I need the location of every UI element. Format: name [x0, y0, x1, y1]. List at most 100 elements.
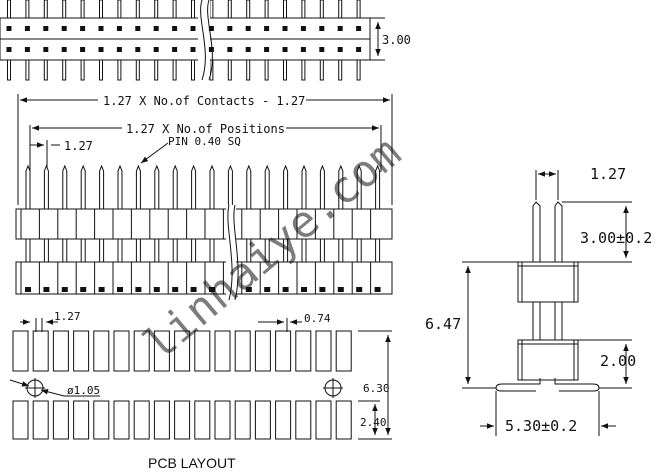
- top-pad: [337, 26, 343, 31]
- front-pin-tip: [245, 287, 252, 292]
- front-pin: [319, 164, 325, 209]
- top-pad: [337, 47, 343, 52]
- pcb-pad-bottom: [93, 400, 110, 440]
- side-view-lower-housing: [517, 339, 579, 381]
- top-pad: [153, 47, 159, 52]
- front-view-lower-housing: [15, 261, 393, 295]
- front-pin-tip: [319, 287, 326, 292]
- top-pad: [116, 26, 122, 31]
- front-pin-tip: [135, 287, 142, 292]
- top-pad: [6, 26, 12, 31]
- top-pin: [301, 0, 306, 19]
- top-view-height-dim: 3.00: [382, 33, 411, 47]
- top-pad: [61, 47, 67, 52]
- front-pin-tip: [190, 287, 197, 292]
- top-pad: [24, 26, 30, 31]
- front-pin: [301, 164, 307, 209]
- top-pad: [24, 47, 30, 52]
- front-pin: [191, 238, 197, 263]
- pcb-pad-bottom: [214, 400, 231, 440]
- top-pad: [135, 47, 141, 52]
- top-pin: [246, 59, 251, 81]
- front-pin: [319, 238, 325, 263]
- front-pin: [80, 164, 86, 209]
- pcb-pad-bottom: [234, 400, 251, 440]
- pcb-layout: [9, 318, 392, 440]
- side-view-pitch-dim: 1.27: [590, 165, 626, 183]
- top-pad: [356, 26, 362, 31]
- top-pin: [154, 59, 159, 81]
- top-pin: [25, 0, 30, 19]
- top-pad: [356, 47, 362, 52]
- top-pad: [6, 47, 12, 52]
- top-pin: [209, 0, 214, 19]
- top-pad: [190, 26, 196, 31]
- pcb-pad-top: [73, 330, 90, 372]
- top-pin: [191, 59, 195, 81]
- top-pad: [300, 47, 306, 52]
- pcb-pad-top: [32, 330, 49, 372]
- top-pad: [227, 26, 233, 31]
- top-pad: [135, 26, 141, 31]
- front-pin: [191, 164, 197, 209]
- pcb-pad-bottom: [335, 400, 352, 440]
- front-pin: [154, 164, 160, 209]
- front-pin: [209, 164, 215, 209]
- top-pin: [227, 59, 232, 81]
- front-pin: [356, 238, 362, 263]
- front-pin: [135, 238, 141, 263]
- front-pin-tip: [80, 287, 87, 292]
- pcb-pad-top: [194, 330, 211, 372]
- pcb-pad-bottom: [174, 400, 191, 440]
- front-pin: [246, 164, 252, 209]
- top-pin: [80, 0, 85, 19]
- side-view-upper-housing: [517, 261, 579, 303]
- top-pad: [61, 26, 67, 31]
- top-pad: [264, 47, 270, 52]
- side-view-lower-pin-dim: 2.00: [600, 352, 636, 370]
- front-pin-tip: [98, 287, 105, 292]
- top-pin: [80, 59, 85, 81]
- top-pin: [319, 0, 324, 19]
- front-pin: [356, 164, 362, 209]
- top-view-pins: [7, 0, 361, 81]
- front-pin: [283, 164, 289, 209]
- front-pin: [117, 238, 123, 263]
- front-pin-tip: [301, 287, 307, 292]
- top-pad: [208, 26, 214, 31]
- top-pin: [264, 59, 269, 81]
- top-pad: [300, 26, 306, 31]
- top-pin: [117, 0, 122, 19]
- top-pin: [62, 0, 67, 19]
- front-view-pin-label: PIN 0.40 SQ: [168, 135, 241, 148]
- front-pin: [172, 238, 178, 263]
- pcb-pad-top: [275, 330, 292, 372]
- top-pin: [117, 59, 122, 81]
- top-pin: [7, 59, 11, 81]
- top-pad: [282, 47, 288, 52]
- top-pin: [135, 59, 140, 81]
- pcb-pad-top: [133, 330, 150, 372]
- top-pin: [135, 0, 140, 19]
- top-view: [0, 0, 385, 81]
- pcb-hole-dim: ø1.05: [67, 384, 100, 397]
- pcb-pad-bottom: [73, 400, 90, 440]
- front-pin: [135, 164, 141, 209]
- side-view: [462, 170, 632, 436]
- top-pad: [245, 26, 251, 31]
- top-pin: [62, 59, 67, 81]
- front-pin-tip: [264, 287, 271, 292]
- pcb-pitch-dim: 1.27: [54, 310, 81, 323]
- pcb-pad-top: [254, 330, 271, 372]
- top-pin: [246, 0, 251, 19]
- front-view-break-mark: [227, 204, 239, 301]
- front-view-pitch-dim: 1.27: [64, 139, 93, 153]
- top-pin: [338, 59, 343, 81]
- top-pad: [43, 26, 49, 31]
- pcb-pad-top: [234, 330, 251, 372]
- pcb-layout-title: PCB LAYOUT: [148, 455, 236, 470]
- front-pin: [227, 164, 233, 209]
- side-view-foot-dim: 5.30±0.2: [505, 417, 577, 435]
- top-pad: [98, 26, 104, 31]
